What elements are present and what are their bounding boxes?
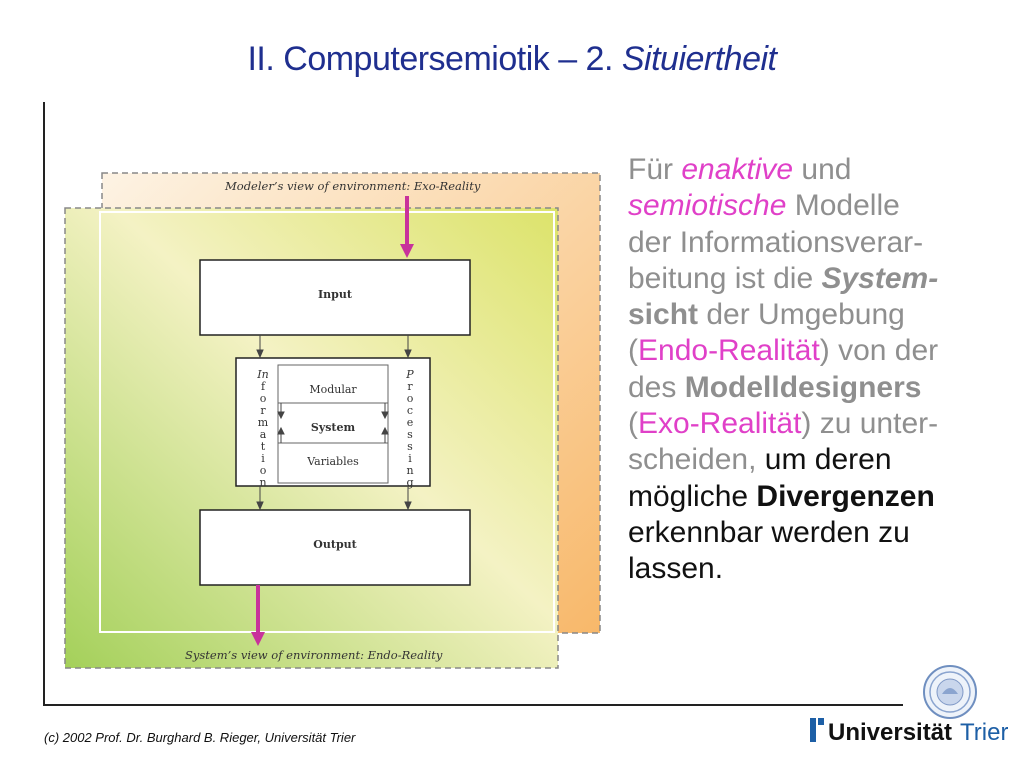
university-seal-icon: [922, 664, 978, 725]
letter-i2: i: [408, 452, 412, 465]
logo-word-main: Universität: [828, 719, 952, 746]
letter-n2: n: [406, 464, 413, 477]
logo-bar-icon: [810, 718, 816, 742]
letter-a: a: [260, 428, 267, 441]
processing-letters: P r o c e s s i n g: [405, 368, 414, 489]
input-label: Input: [318, 288, 353, 301]
logo-word-city: Trier: [960, 719, 1008, 746]
flow-arrows: [256, 335, 412, 511]
university-wordmark: Universität Trier: [808, 712, 1008, 753]
inner-module-box: [277, 364, 389, 484]
information-letters: In f o r m a t i o n: [256, 368, 269, 489]
letter-in: In: [256, 368, 268, 381]
footer-credit: (c) 2002 Prof. Dr. Burghard B. Rieger, U…: [44, 730, 356, 745]
explanation-text: Für enaktive und semiotische Modelle der…: [628, 152, 1018, 588]
term-enaktive: enaktive: [681, 153, 794, 186]
text-line-12: lassen.: [628, 552, 724, 586]
system-label: System: [311, 421, 356, 434]
term-endo-realitaet: Endo-Realität: [638, 334, 820, 368]
output-box: [199, 509, 471, 586]
left-rule: [43, 102, 45, 706]
letter-n: n: [259, 476, 266, 489]
letter-s: s: [407, 428, 413, 441]
module-arrows: [277, 403, 389, 443]
text-line-11: erkennbar werden zu: [628, 515, 910, 549]
term-modelldesigners: Modelldesigners: [684, 370, 922, 404]
diagram-svg: Modeler’s view of environment: Exo-Reali…: [64, 172, 601, 669]
slide-title: II. Computersemiotik – 2. Situiertheit: [0, 40, 1024, 79]
output-label: Output: [313, 538, 357, 551]
exo-reality-label: Modeler’s view of environment: Exo-Reali…: [224, 179, 481, 193]
letter-s2: s: [407, 440, 413, 453]
letter-p: P: [405, 368, 414, 381]
text-line-9: scheiden, um deren: [628, 443, 892, 477]
modular-label: Modular: [309, 383, 357, 396]
environment-diagram: Modeler’s view of environment: Exo-Reali…: [55, 160, 605, 685]
term-sicht: sicht: [628, 298, 699, 332]
endo-reality-label: System’s view of environment: Endo-Reali…: [185, 648, 443, 662]
letter-i: i: [261, 452, 265, 465]
letter-f: f: [261, 380, 266, 393]
text-line-4: beitung ist die System-: [628, 261, 939, 295]
letter-r2: r: [407, 380, 413, 393]
title-main: II. Computersemiotik – 2.: [247, 40, 613, 78]
letter-c: c: [407, 404, 413, 417]
magenta-output-arrow: [251, 585, 265, 646]
letter-m: m: [258, 416, 269, 429]
text-line-1: Für enaktive und: [628, 153, 852, 186]
text-line-3: der Informationsverar-: [628, 225, 924, 259]
letter-o2: o: [260, 464, 267, 477]
magenta-input-arrow: [400, 196, 414, 258]
variables-label: Variables: [306, 455, 359, 468]
term-system: System-: [821, 261, 939, 295]
letter-r: r: [260, 404, 266, 417]
input-box: [199, 259, 471, 336]
term-semiotische: semiotische: [628, 189, 787, 223]
term-exo-realitaet: Exo-Realität: [638, 407, 802, 441]
title-italic: Situiertheit: [621, 40, 777, 78]
logo-bar-top: [818, 718, 824, 725]
letter-e: e: [407, 416, 414, 429]
bottom-rule: [43, 704, 903, 706]
processing-box: [235, 357, 431, 487]
inner-highlight: [99, 211, 555, 633]
text-line-7: des Modelldesigners: [628, 370, 922, 404]
text-line-2: semiotische Modelle: [628, 189, 900, 223]
letter-o3: o: [407, 392, 414, 405]
text-line-8: (Exo-Realität) zu unter-: [628, 407, 939, 441]
letter-t: t: [261, 440, 266, 453]
letter-g: g: [406, 476, 413, 489]
term-divergenzen: Divergenzen: [756, 479, 935, 513]
text-line-5: sicht der Umgebung: [628, 298, 905, 332]
text-line-10: mögliche Divergenzen: [628, 479, 935, 513]
text-line-6: (Endo-Realität) von der: [628, 334, 939, 368]
letter-o: o: [260, 392, 267, 405]
